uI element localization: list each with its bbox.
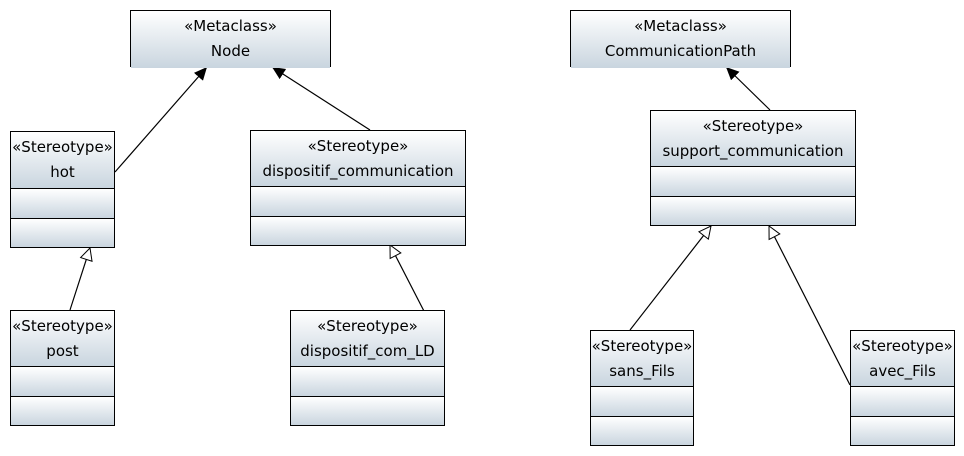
stereotype-support-communication[interactable]: «Stereotype» support_communication (650, 110, 856, 226)
extension-hot-to-node[interactable] (114, 66, 208, 173)
stereotype-post-attributes (11, 367, 114, 397)
stereotype-support-communication-operations (651, 197, 855, 225)
generalization-avec-fils-to-support-communication[interactable] (768, 226, 851, 386)
stereotype-dispositif-communication-name: dispositif_communication (262, 162, 454, 180)
stereotype-sans-fils-attributes (591, 387, 693, 417)
stereotype-hot-operations (11, 219, 114, 247)
generalization-sans-fils-to-support-communication[interactable] (629, 226, 711, 331)
extension-dispositif-communication-to-node[interactable] (271, 66, 371, 131)
metaclass-node[interactable]: «Metaclass» Node (130, 10, 331, 68)
stereotype-post[interactable]: «Stereotype» post (10, 310, 115, 426)
stereotype-hot[interactable]: «Stereotype» hot (10, 131, 115, 248)
stereotype-dispositif-communication[interactable]: «Stereotype» dispositif_communication (250, 130, 466, 246)
stereotype-dispositif-com-ld-keyword: «Stereotype» (317, 317, 418, 335)
stereotype-avec-fils-attributes (851, 387, 954, 417)
stereotype-post-name: post (46, 342, 79, 360)
stereotype-sans-fils-operations (591, 417, 693, 445)
stereotype-avec-fils[interactable]: «Stereotype» avec_Fils (850, 330, 955, 446)
stereotype-dispositif-com-ld-name: dispositif_com_LD (300, 342, 435, 360)
stereotype-dispositif-com-ld-attributes (291, 367, 444, 397)
stereotype-post-operations (11, 397, 114, 425)
generalization-post-to-hot[interactable] (69, 248, 90, 311)
stereotype-dispositif-com-ld[interactable]: «Stereotype» dispositif_com_LD (290, 310, 445, 426)
metaclass-communicationpath[interactable]: «Metaclass» CommunicationPath (570, 10, 791, 68)
stereotype-support-communication-attributes (651, 167, 855, 197)
metaclass-node-stereotype: «Metaclass» (184, 17, 277, 35)
stereotype-avec-fils-keyword: «Stereotype» (852, 337, 953, 355)
stereotype-hot-keyword: «Stereotype» (12, 138, 113, 156)
stereotype-sans-fils[interactable]: «Stereotype» sans_Fils (590, 330, 694, 446)
stereotype-avec-fils-name: avec_Fils (869, 362, 936, 380)
stereotype-hot-name: hot (50, 163, 75, 181)
stereotype-dispositif-communication-operations (251, 217, 465, 245)
stereotype-avec-fils-operations (851, 417, 954, 445)
extension-support-communication-to-communicationpath[interactable] (725, 66, 771, 111)
stereotype-dispositif-communication-keyword: «Stereotype» (307, 137, 409, 155)
stereotype-support-communication-keyword: «Stereotype» (702, 117, 804, 135)
metaclass-communicationpath-name: CommunicationPath (604, 42, 757, 60)
stereotype-sans-fils-name: sans_Fils (609, 362, 675, 380)
stereotype-dispositif-communication-attributes (251, 187, 465, 217)
stereotype-hot-attributes (11, 189, 114, 219)
stereotype-post-keyword: «Stereotype» (12, 317, 113, 335)
metaclass-node-name: Node (210, 42, 251, 60)
stereotype-sans-fils-keyword: «Stereotype» (591, 337, 693, 355)
stereotype-dispositif-com-ld-operations (291, 397, 444, 425)
metaclass-communicationpath-stereotype: «Metaclass» (634, 17, 727, 35)
stereotype-support-communication-name: support_communication (662, 142, 844, 160)
